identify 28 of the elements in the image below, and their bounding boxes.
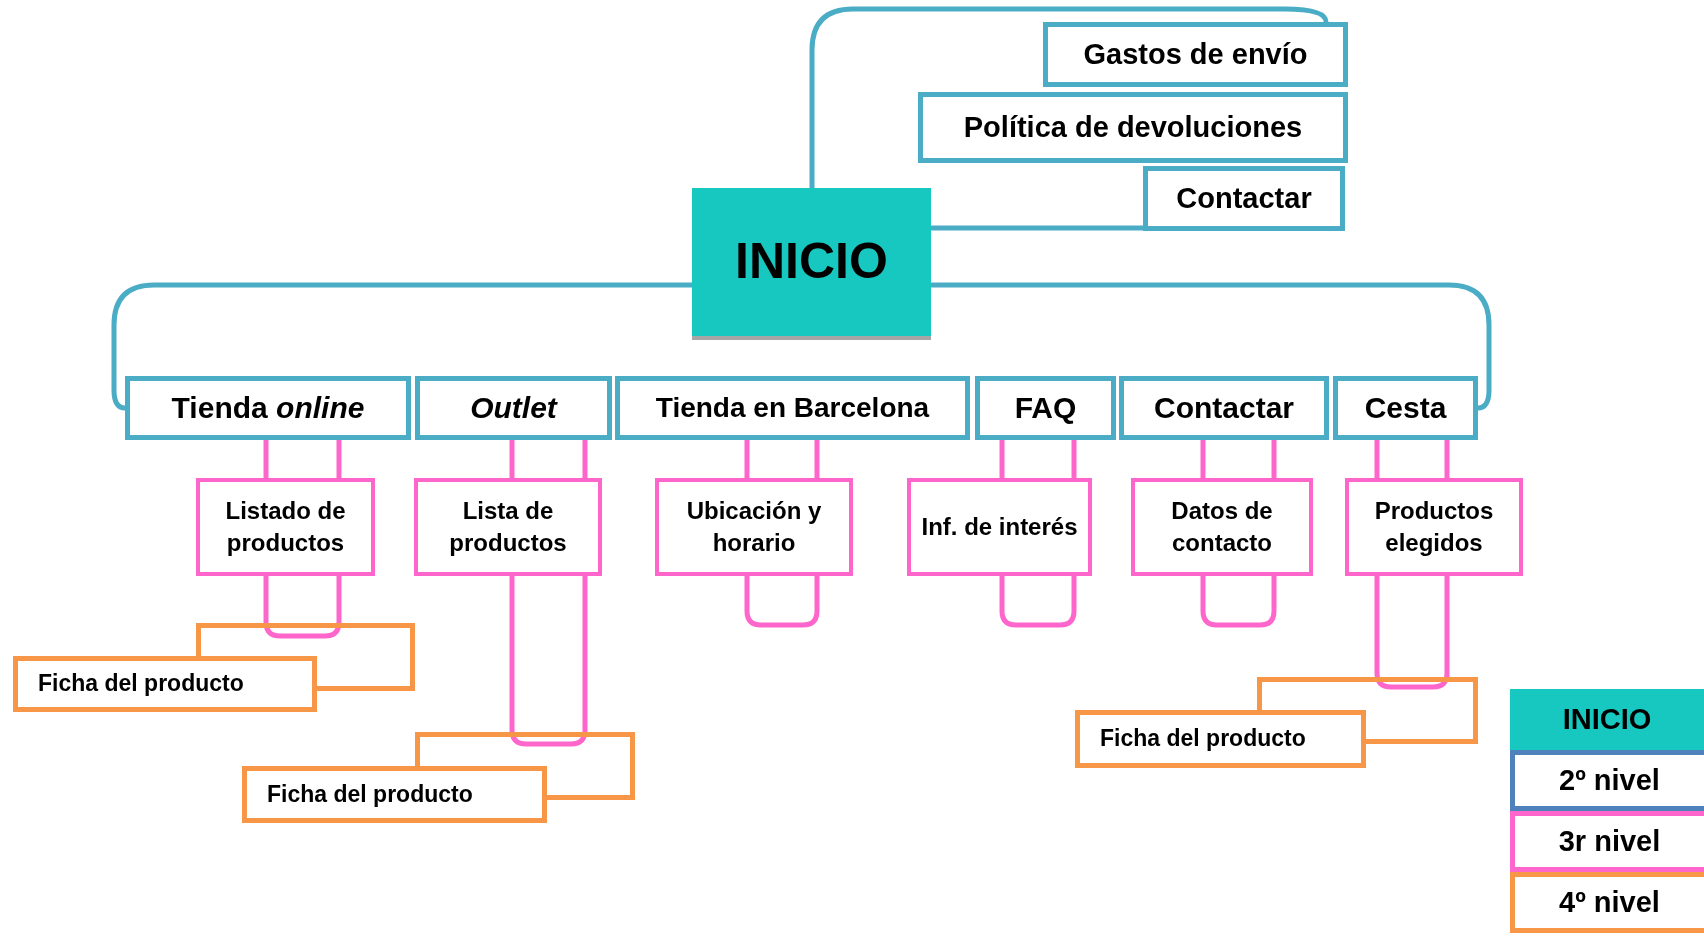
- legend-item: INICIO: [1510, 689, 1704, 750]
- section-box: Tienda en Barcelona: [615, 376, 970, 440]
- page-box: Ficha del producto: [1075, 710, 1366, 768]
- connector-line: [931, 225, 1143, 231]
- section-box: Cesta: [1333, 376, 1478, 440]
- connector-line: [999, 576, 1077, 628]
- section-box: Contactar: [1143, 166, 1345, 231]
- subsection-box: Lista de productos: [414, 478, 602, 576]
- connector-line: [1200, 576, 1277, 628]
- page-box: Ficha del producto: [242, 766, 547, 823]
- subsection-box: Productos elegidos: [1345, 478, 1523, 576]
- subsection-box: Ubicación y horario: [655, 478, 853, 576]
- subsection-box: Listado de productos: [196, 478, 375, 576]
- connector-line: [744, 576, 820, 628]
- section-box: Outlet: [415, 376, 612, 440]
- page-box: Ficha del producto: [13, 656, 317, 712]
- section-box: Contactar: [1119, 376, 1329, 440]
- connector-line: [809, 6, 1329, 188]
- subsection-box: Inf. de interés: [907, 478, 1092, 576]
- section-box: FAQ: [975, 376, 1116, 440]
- root-box: INICIO: [692, 188, 931, 340]
- legend-item: 2º nivel: [1510, 750, 1704, 811]
- section-box: Tienda online: [125, 376, 411, 440]
- legend-item: 3r nivel: [1510, 811, 1704, 872]
- subsection-box: Datos de contacto: [1131, 478, 1313, 576]
- legend-item: 4º nivel: [1510, 872, 1704, 933]
- section-box: Gastos de envío: [1043, 22, 1348, 87]
- section-box: Política de devoluciones: [918, 92, 1348, 163]
